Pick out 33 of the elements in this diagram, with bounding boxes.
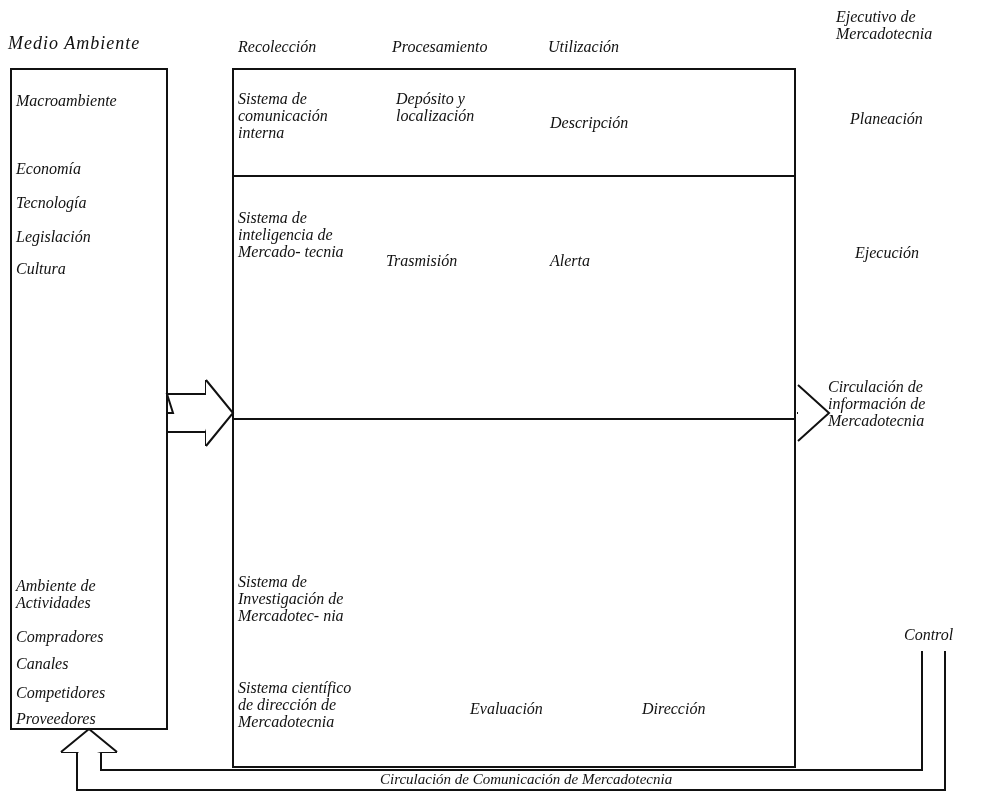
column-heading: Medio Ambiente (8, 35, 141, 52)
environment-item: Ambiente de Actividades (16, 577, 97, 611)
flow-label: Circulación de información de Mercadotecnia (828, 378, 927, 429)
system-name: Sistema científico de dirección de Mercadotecnia (238, 679, 353, 730)
environment-item: Economía (16, 160, 81, 177)
process-step: Depósito y localización (396, 90, 516, 124)
step-label: Planeación (850, 110, 923, 127)
column-heading: Ejecutivo de Mercadotecnia (836, 8, 934, 42)
environment-item: Cultura (16, 260, 66, 277)
system-name: Sistema de Investigación de Mercadotec- nia (238, 573, 345, 624)
block-arrow (60, 650, 946, 791)
environment-item: Legislación (16, 228, 91, 245)
environment-item: Canales (16, 655, 69, 672)
environment-item: Compradores (16, 628, 104, 645)
use-step: Dirección (642, 700, 706, 717)
environment-item: Tecnología (16, 194, 87, 211)
column-heading: Procesamiento (392, 38, 488, 55)
process-step: Evaluación (470, 700, 543, 717)
block-arrow (165, 379, 234, 447)
step-label: Ejecución (855, 244, 919, 261)
use-step: Alerta (550, 252, 590, 269)
column-heading: Utilización (548, 38, 620, 55)
system-name: Sistema de inteligencia de Mercado- tecnia (238, 209, 345, 260)
environment-item: Competidores (16, 684, 106, 701)
environment-item: Macroambiente (16, 92, 117, 109)
system-name: Sistema de comunicación interna (238, 90, 329, 141)
chevron-arrow (796, 384, 830, 442)
step-label: Control (904, 626, 954, 643)
column-heading: Recolección (238, 38, 317, 55)
process-step: Trasmisión (386, 252, 458, 269)
environment-item: Proveedores (16, 710, 96, 727)
use-step: Descripción (550, 114, 629, 131)
system-box (232, 68, 796, 768)
